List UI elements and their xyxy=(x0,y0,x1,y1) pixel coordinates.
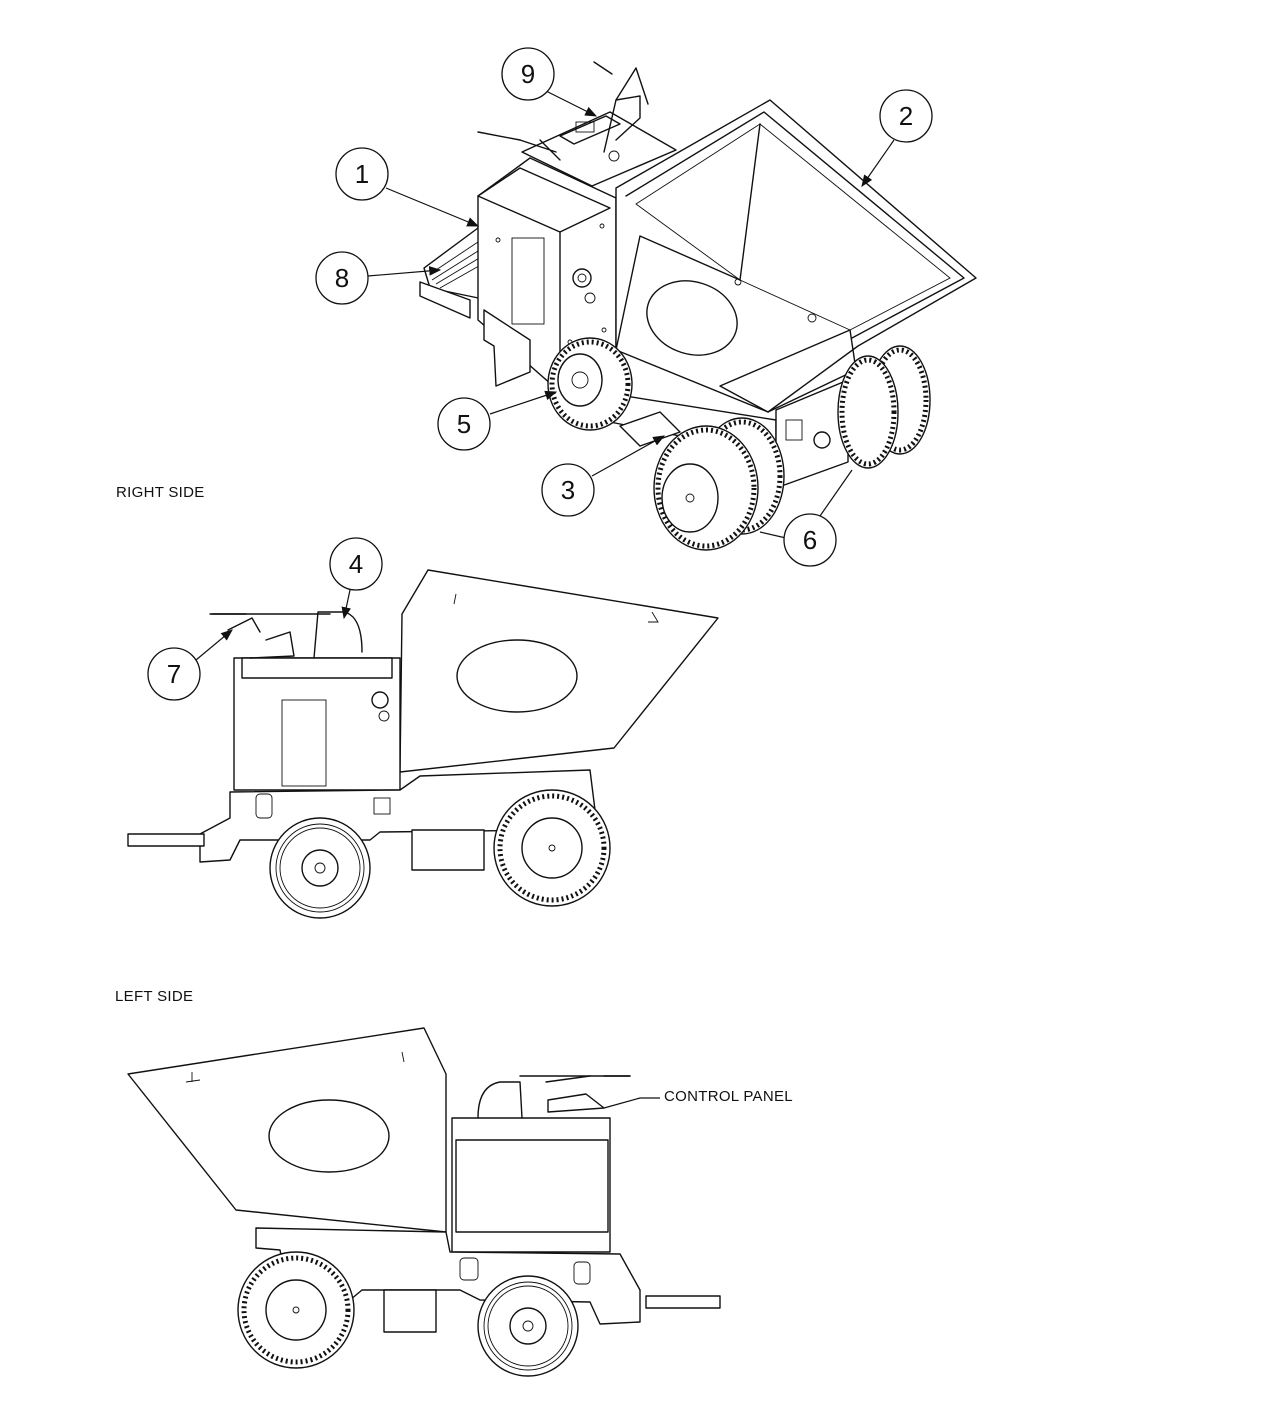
callout-6-number: 6 xyxy=(803,525,817,555)
callout-2: 2 xyxy=(861,89,933,187)
callout-1-number: 1 xyxy=(355,159,369,189)
right-side-view xyxy=(127,569,719,919)
rear-wheel xyxy=(547,337,633,431)
front-wheel-right xyxy=(493,789,611,907)
callout-9: 9 xyxy=(501,47,598,117)
engine-housing-left xyxy=(451,1075,631,1253)
operator-platform xyxy=(419,227,491,319)
hopper-right xyxy=(399,569,719,773)
front-wheel-left xyxy=(237,1251,355,1369)
callout-4-number: 4 xyxy=(349,549,363,579)
callout-6: 6 xyxy=(759,469,853,567)
callout-5: 5 xyxy=(437,390,558,451)
right-side-label: RIGHT SIDE xyxy=(116,484,205,501)
callout-3-number: 3 xyxy=(561,475,575,505)
callout-8-number: 8 xyxy=(335,263,349,293)
callout-8: 8 xyxy=(315,251,442,305)
rear-wheel-left xyxy=(477,1275,579,1377)
rear-wheel-right xyxy=(269,817,371,919)
left-side-label: LEFT SIDE xyxy=(115,988,194,1005)
callout-5-number: 5 xyxy=(457,409,471,439)
control-panel-leader xyxy=(603,1097,660,1109)
front-dual-wheels xyxy=(653,345,931,551)
hopper-left xyxy=(127,1027,447,1233)
callout-4: 4 xyxy=(329,537,383,620)
left-side-view xyxy=(127,1027,721,1377)
callouts: 1 2 3 4 5 6 7 xyxy=(147,47,933,701)
callout-1: 1 xyxy=(335,147,480,227)
callout-7: 7 xyxy=(147,629,233,701)
engine-housing-right xyxy=(209,611,401,791)
callout-2-number: 2 xyxy=(899,101,913,131)
control-panel-label: CONTROL PANEL xyxy=(664,1088,793,1105)
callout-7-number: 7 xyxy=(167,659,181,689)
callout-9-number: 9 xyxy=(521,59,535,89)
top-control-panel xyxy=(477,61,677,187)
callout-3: 3 xyxy=(541,435,666,517)
isometric-view xyxy=(419,61,977,551)
